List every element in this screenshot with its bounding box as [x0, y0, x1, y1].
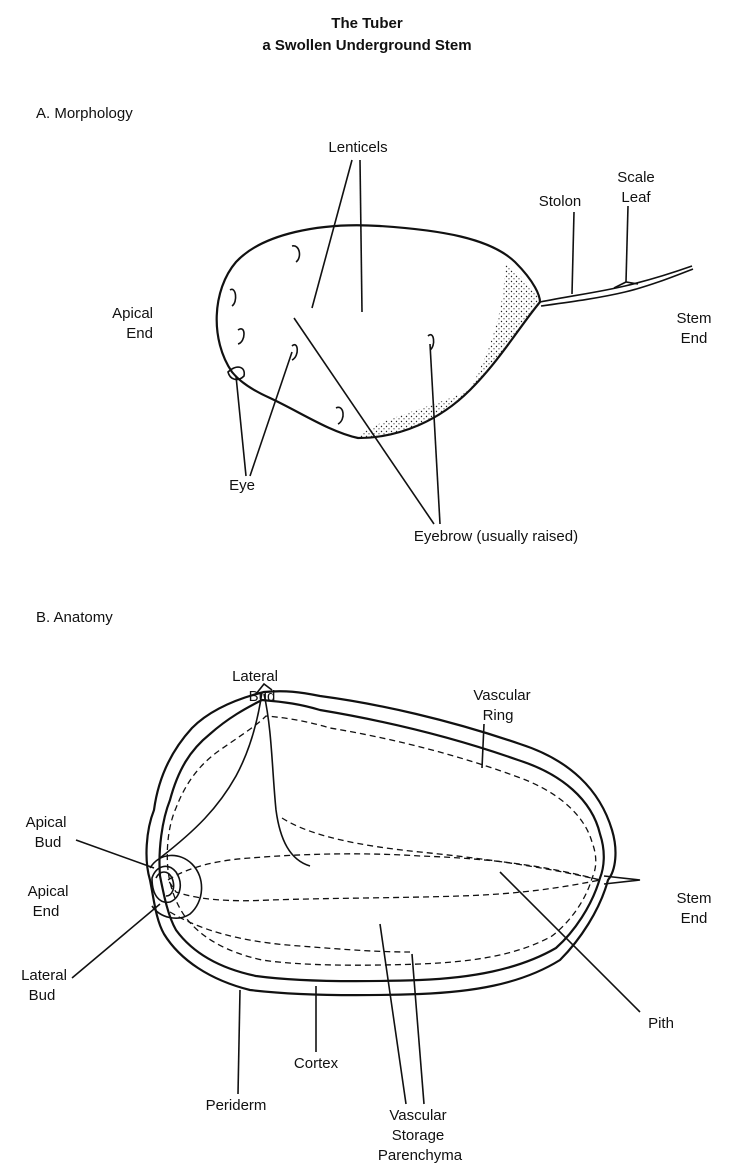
stem-end-tip	[604, 876, 640, 884]
diagram-title: The Tuber a Swollen Underground Stem	[262, 15, 471, 54]
label-apical-end-2: End	[33, 903, 60, 920]
pith-outline	[168, 854, 600, 901]
label-apical-end-1: Apical	[28, 883, 69, 900]
label-vascular-ring-1: Vascular	[473, 687, 530, 704]
morphology-leaders	[236, 160, 628, 524]
label-eye: Eye	[229, 477, 255, 494]
label-apical-bud-2: Bud	[35, 834, 62, 851]
title-line-1: The Tuber	[331, 15, 403, 32]
eye-marks	[228, 246, 434, 424]
periderm-outline	[147, 691, 616, 995]
label-lateral-bud-bottom-2: Bud	[29, 987, 56, 1004]
label-stem-end-2: End	[681, 910, 708, 927]
title-line-2: a Swollen Underground Stem	[262, 37, 471, 54]
morphology-heading: A. Morphology	[36, 105, 133, 122]
label-apical-end-2: End	[126, 325, 153, 342]
label-scale-leaf-1: Scale	[617, 169, 655, 186]
label-lateral-bud-top-2: Bud	[249, 688, 276, 705]
lower-cortex-dash	[170, 912, 410, 952]
stolon	[540, 266, 692, 302]
label-lateral-bud-bottom-1: Lateral	[21, 967, 67, 984]
pith-upper-dash	[282, 818, 600, 880]
label-cortex: Cortex	[294, 1055, 339, 1072]
label-stolon: Stolon	[539, 193, 582, 210]
morphology-section: A. Morphology Lenticels Scale Leaf Stolo…	[36, 105, 712, 545]
label-lenticels: Lenticels	[328, 139, 387, 156]
apical-end-loops	[150, 855, 202, 918]
label-apical-end-1: Apical	[112, 305, 153, 322]
anatomy-section: B. Anatomy Lateral Bud Vascular Ring Api…	[21, 609, 711, 1164]
label-stem-end-1: Stem	[676, 890, 711, 907]
label-vascular-ring-2: Ring	[483, 707, 514, 724]
tuber-shading-stem	[470, 262, 540, 390]
label-lateral-bud-top-1: Lateral	[232, 668, 278, 685]
label-pith: Pith	[648, 1015, 674, 1032]
vascular-ring-line	[167, 716, 596, 965]
label-periderm: Periderm	[206, 1097, 267, 1114]
label-vsp-1: Vascular	[389, 1107, 446, 1124]
label-apical-bud-1: Apical	[26, 814, 67, 831]
label-stem-end-2: End	[681, 330, 708, 347]
label-vsp-2: Storage	[392, 1127, 445, 1144]
tuber-shading-bottom	[358, 390, 470, 438]
anatomy-heading: B. Anatomy	[36, 609, 113, 626]
label-scale-leaf-2: Leaf	[621, 189, 651, 206]
lateral-bud-top-trace-2	[264, 694, 310, 866]
label-eyebrow: Eyebrow (usually raised)	[414, 528, 578, 545]
label-vsp-3: Parenchyma	[378, 1147, 463, 1164]
label-stem-end-1: Stem	[676, 310, 711, 327]
lateral-bud-top-trace	[160, 692, 262, 858]
tuber-outline	[217, 225, 540, 438]
